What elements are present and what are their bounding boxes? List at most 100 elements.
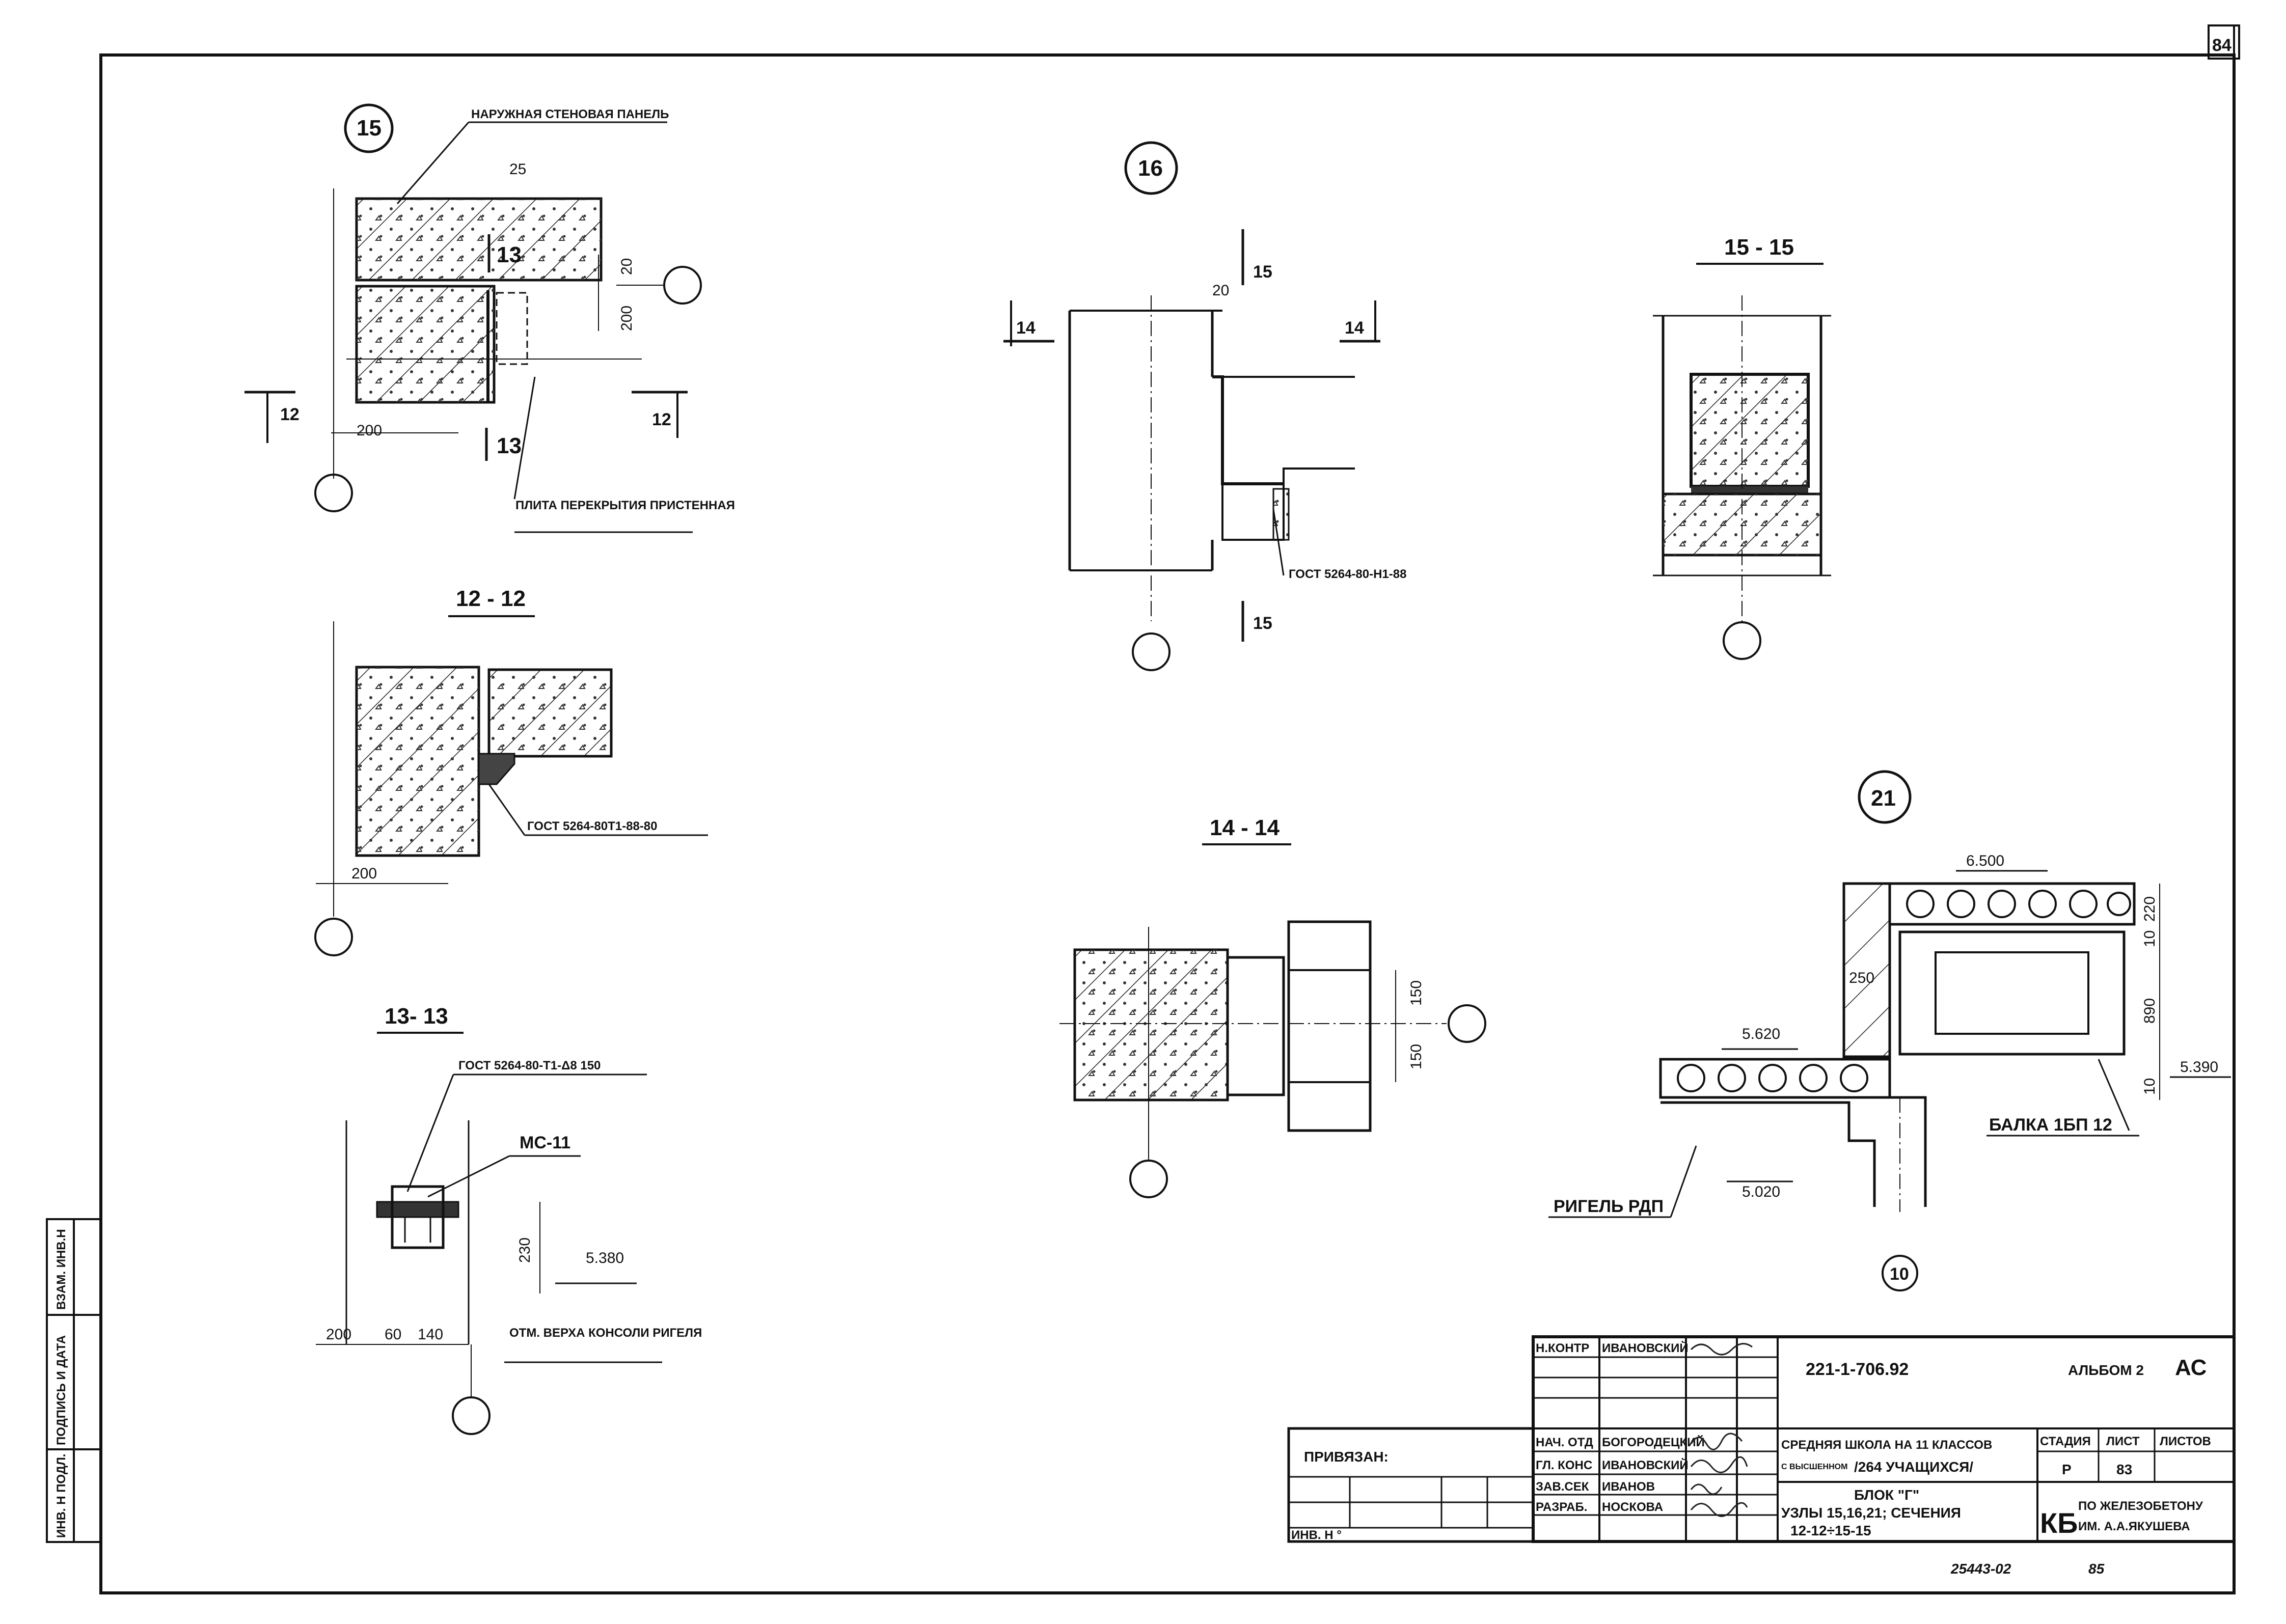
tb-project-code: 221-1-706.92 (1806, 1360, 1909, 1379)
node-15-dim-200-h: 200 (357, 422, 382, 439)
section-14-title: 14 - 14 (1210, 815, 1280, 840)
tb-name-0: ИВАНОВСКИЙ (1602, 1341, 1689, 1355)
section-14-plate (1226, 956, 1285, 1096)
section-12-12: 12 - 12 ГОСТ 5264-80Т1-88-80 200 (314, 586, 708, 956)
node-15-cut-12-left: 12 (280, 405, 300, 424)
tb-name-3: ИВАНОВ (1602, 1480, 1655, 1494)
tb-object-line2-small: С ВЫСШЕННОМ (1781, 1463, 1847, 1471)
node-16-marker: 16 (1138, 156, 1163, 181)
node-15-cut-13-top: 13 (497, 242, 522, 267)
node-15-marker-circle (344, 103, 394, 153)
section-14-dim-150a: 150 (1408, 980, 1425, 1006)
tb-sheet: 83 (2116, 1462, 2132, 1477)
node-21-beam (1898, 930, 2126, 1056)
side-stamp-podpis: ПОДПИСЬ И ДАТА (55, 1335, 68, 1445)
node-21: 21 10 6.500 5.620 5.390 5.020 250 220 10… (1548, 770, 2231, 1291)
tb-stage: Р (2062, 1462, 2072, 1477)
node-16-cut-15-bottom: 15 (1253, 614, 1272, 633)
node-15-marker: 15 (357, 116, 382, 141)
node-15-dim-200-v: 200 (618, 306, 635, 331)
node-15-callout-slab: ПЛИТА ПЕРЕКРЫТИЯ ПРИСТЕННАЯ (515, 499, 735, 512)
title-block-grid (1287, 1335, 2236, 1543)
section-12-dim-200: 200 (351, 865, 377, 882)
tb-role-0: Н.КОНТР (1536, 1341, 1589, 1355)
node-16-plate (1212, 375, 1284, 485)
node-16: 16 15 15 14 14 20 ГОСТ 5264-80-Н1-88 (1003, 141, 1406, 671)
sheet-frame (99, 24, 2240, 1594)
node-15-cut-12-right: 12 (652, 410, 671, 429)
node-21-rigel (1661, 1096, 1927, 1207)
node-16-cut-14-right: 14 (1345, 318, 1364, 338)
tb-col-stage: СТАДИЯ (2040, 1435, 2091, 1448)
tb-role-3: ЗАВ.СЕК (1536, 1480, 1589, 1494)
section-13-dim-60: 60 (385, 1326, 401, 1343)
tb-inv-n: ИНВ. Н ° (1291, 1528, 1342, 1542)
node-21-elev-5620: 5.620 (1742, 1026, 1780, 1042)
side-stamp-vzam: ВЗАМ. ИНВ.Н (55, 1229, 68, 1310)
section-13-dim-230: 230 (516, 1237, 533, 1263)
signatures (1690, 1343, 1753, 1517)
tb-org-mark: КБ (2040, 1507, 2078, 1539)
tb-album: АЛЬБОМ 2 (2068, 1362, 2144, 1378)
tb-role-2: ГЛ. КОНС (1536, 1458, 1592, 1472)
tb-col-sheets: ЛИСТОВ (2160, 1435, 2211, 1448)
node-21-hollow-slab-top (1888, 882, 2136, 926)
node-15-embedded-plate (496, 292, 528, 365)
section-12-gost: ГОСТ 5264-80Т1-88-80 (527, 819, 657, 833)
node-21-dim-10b: 10 (2141, 1078, 2158, 1095)
bottom-code-num: 85 (2088, 1561, 2105, 1577)
node-21-dim-10a: 10 (2141, 930, 2158, 947)
tb-drawing-line3: 12-12÷15-15 (1790, 1523, 1871, 1538)
node-15-dim-20: 20 (618, 258, 635, 275)
node-16-gost: ГОСТ 5264-80-Н1-88 (1289, 567, 1406, 581)
tb-drawing-line1: БЛОК "Г" (1854, 1487, 1919, 1503)
node-15: 15 НАРУЖНАЯ СТЕНОВАЯ ПАНЕЛЬ ПЛИТА ПЕРЕКР… (244, 103, 735, 533)
tb-object-line2: /264 УЧАЩИХСЯ/ (1854, 1459, 1973, 1475)
section-13-dim-200: 200 (326, 1326, 351, 1343)
tb-name-4: НОСКОВА (1602, 1500, 1663, 1514)
node-21-dim-220: 220 (2141, 896, 2158, 922)
node-21-beam-label: БАЛКА 1БП 12 (1989, 1115, 2112, 1135)
node-21-axis: 10 (1890, 1264, 1909, 1284)
section-13-note-text: ОТМ. ВЕРХА КОНСОЛИ РИГЕЛЯ (509, 1326, 702, 1340)
section-15-title: 15 - 15 (1724, 235, 1794, 260)
section-13-13: 13- 13 ГОСТ 5264-80-Т1-Δ8 150 МС-11 230 … (316, 1004, 702, 1435)
tb-album-mark: АС (2175, 1355, 2207, 1380)
tb-privyazan: ПРИВЯЗАН: (1304, 1449, 1389, 1465)
section-13-mc-label: МС-11 (520, 1133, 570, 1152)
node-21-elev-6500: 6.500 (1966, 852, 2004, 869)
node-21-marker: 21 (1871, 786, 1896, 811)
section-14-14: 14 - 14 150 150 (1059, 815, 1486, 1198)
section-13-mc (391, 1185, 445, 1249)
node-15-cut-13-bottom: 13 (497, 433, 522, 458)
tb-object-line1: СРЕДНЯЯ ШКОЛА НА 11 КЛАССОВ (1781, 1438, 1992, 1452)
node-16-dim-20: 20 (1212, 282, 1229, 299)
bottom-code: 25443-02 (1950, 1561, 2011, 1577)
node-21-hollow-slab-low (1659, 1058, 1891, 1099)
tb-drawing-line2: УЗЛЫ 15,16,21; СЕЧЕНИЯ (1781, 1505, 1961, 1521)
side-stamp-inv: ИНВ. Н ПОДЛ. (55, 1454, 68, 1538)
node-16-marker-circle (1124, 141, 1178, 195)
node-16-cut-15-top: 15 (1253, 262, 1272, 282)
tb-role-4: РАЗРАБ. (1536, 1500, 1587, 1514)
section-13-title: 13- 13 (385, 1004, 448, 1029)
tb-name-2: ИВАНОВСКИЙ (1602, 1458, 1689, 1472)
tb-name-1: БОГОРОДЕЦКИЙ (1602, 1435, 1705, 1449)
tb-org-line2: ИМ. А.А.ЯКУШЕВА (2078, 1520, 2190, 1533)
node-21-elev-5020: 5.020 (1742, 1183, 1780, 1200)
section-14-dim-150b: 150 (1408, 1044, 1425, 1069)
sheet-number: 84 (2212, 36, 2231, 55)
section-13-note: ОТМ. ВЕРХА КОНСОЛИ РИГЕЛЯ (509, 1326, 702, 1340)
node-21-column (1842, 882, 1891, 1058)
node-21-dim-890: 890 (2141, 998, 2158, 1024)
node-21-rigel-label: РИГЕЛЬ РДП (1554, 1197, 1664, 1216)
node-21-dim-250: 250 (1849, 970, 1874, 986)
side-stamp (46, 1218, 102, 1543)
section-13-plate (376, 1201, 459, 1218)
section-13-elev: 5.380 (586, 1250, 624, 1267)
node-21-elev-5390: 5.390 (2180, 1059, 2218, 1076)
tb-role-1: НАЧ. ОТД (1536, 1436, 1593, 1449)
node-15-callout-wall: НАРУЖНАЯ СТЕНОВАЯ ПАНЕЛЬ (471, 107, 669, 121)
section-13-dim-140: 140 (418, 1326, 443, 1343)
